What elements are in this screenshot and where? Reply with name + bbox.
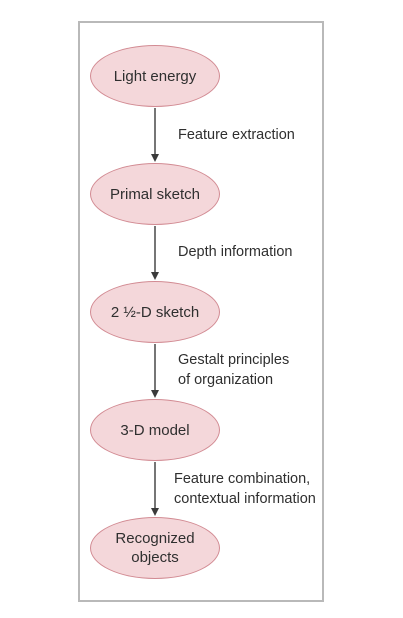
- node-two-half-d-sketch: 2 ½-D sketch: [90, 281, 220, 343]
- node-label: Primal sketch: [109, 185, 201, 203]
- node-label: 2 ½-D sketch: [110, 303, 200, 321]
- node-label: Recognized objects: [115, 530, 195, 566]
- node-primal-sketch: Primal sketch: [90, 163, 220, 225]
- node-three-d-model: 3-D model: [90, 399, 220, 461]
- node-light-energy: Light energy: [90, 45, 220, 107]
- edge-label-depth-information: Depth information: [178, 244, 293, 260]
- node-label: 3-D model: [120, 421, 190, 439]
- node-recognized-objects: Recognized objects: [90, 517, 220, 579]
- edge-label-gestalt-principles: Gestalt principles of organization: [178, 352, 290, 388]
- edge-label-feature-extraction: Feature extraction: [178, 127, 295, 143]
- edge-label-feature-combination: Feature combination, contextual informat…: [174, 471, 316, 507]
- node-label: Light energy: [113, 67, 197, 85]
